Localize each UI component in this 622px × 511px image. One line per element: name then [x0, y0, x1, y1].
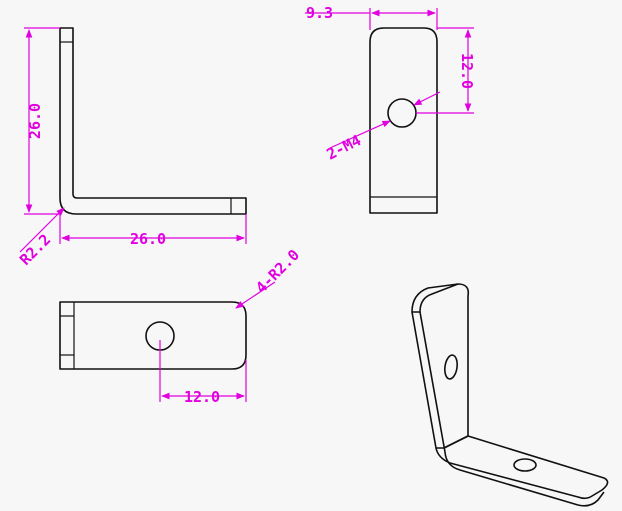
iso-horizontal-face [435, 435, 609, 500]
top-corner-leader [235, 281, 276, 309]
top-view: 12.0 4-R2.0 [59, 246, 303, 406]
front-width-label: 26.0 [130, 230, 166, 248]
top-view-outline [59, 301, 247, 370]
side-view-hole [387, 98, 417, 128]
side-hole-leader-out [413, 91, 441, 106]
side-width-label: 9.3 [306, 4, 333, 22]
top-corner-label: 4-R2.0 [252, 246, 303, 297]
side-view: 9.3 12.0 2-M4 [305, 4, 476, 214]
isometric-view [411, 283, 609, 507]
front-radius-label: R2.2 [16, 231, 54, 269]
side-offset-label: 12.0 [458, 53, 476, 89]
iso-vertical-hole [444, 354, 458, 380]
iso-horizontal-hole [513, 458, 537, 472]
front-view: 26.0 26.0 R2.2 [16, 27, 247, 269]
iso-vertical-inner-edge [419, 311, 446, 453]
side-hole-label: 2-M4 [324, 131, 364, 163]
iso-vertical-face [411, 283, 470, 449]
front-radius-leader [19, 207, 65, 253]
iso-bend-line [443, 435, 469, 449]
front-view-outline [59, 27, 247, 215]
top-offset-label: 12.0 [184, 388, 220, 406]
side-hole-leader-in [329, 120, 391, 149]
side-view-outline [369, 27, 438, 214]
iso-horizontal-bottom [444, 451, 605, 507]
front-height-label: 26.0 [26, 103, 44, 139]
iso-vertical-thickness [412, 283, 459, 313]
